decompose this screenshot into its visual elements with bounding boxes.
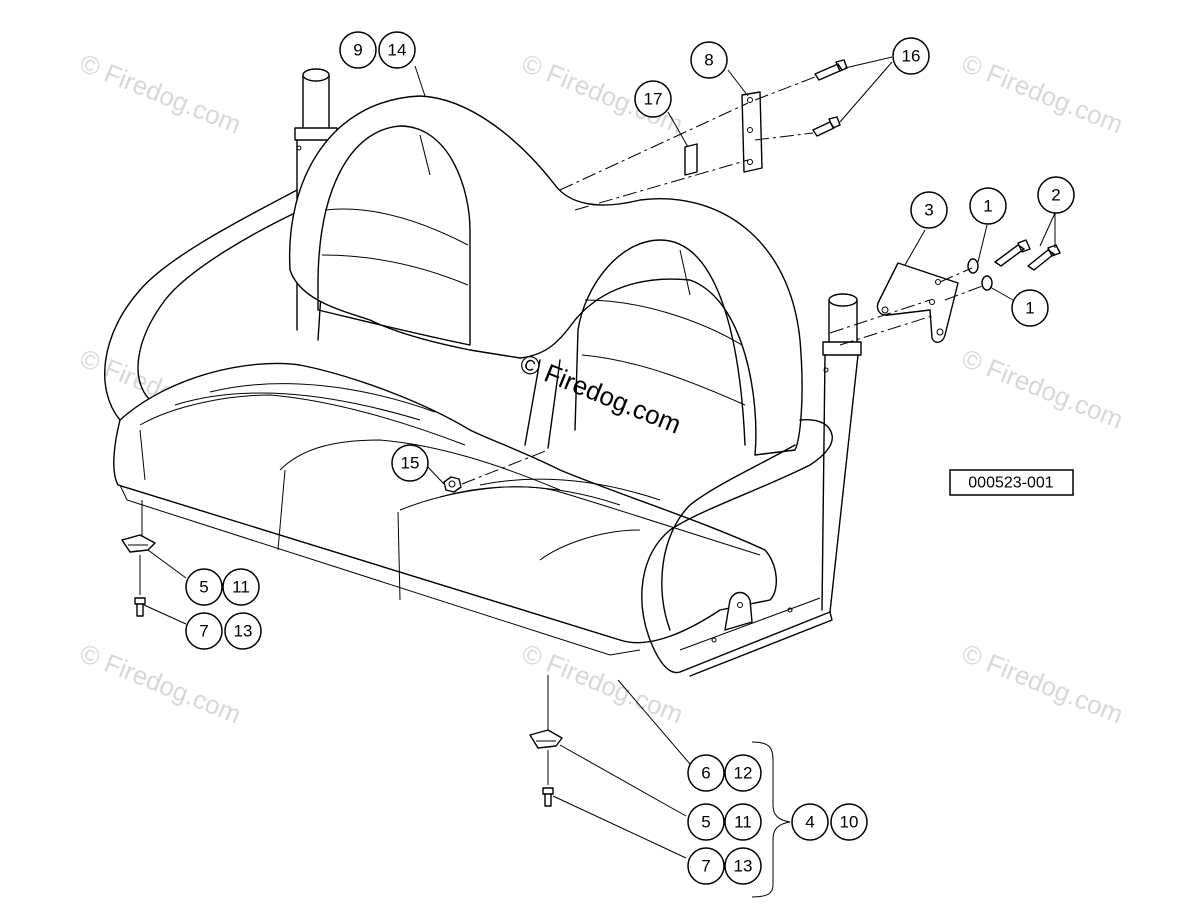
callout-16: 16 — [892, 37, 930, 75]
watermark-bottom-right: © Firedog.com — [958, 638, 1128, 730]
backrest-shell — [288, 95, 803, 456]
reference-number-text: 000523-001 — [968, 475, 1054, 492]
watermark-top-right: © Firedog.com — [958, 48, 1128, 140]
left-armrest — [104, 189, 298, 421]
callout-13-right: 13 — [724, 847, 762, 885]
svg-text:3: 3 — [924, 201, 933, 220]
svg-text:14: 14 — [388, 41, 407, 60]
svg-text:5: 5 — [199, 578, 208, 597]
svg-text:12: 12 — [734, 764, 753, 783]
svg-text:16: 16 — [902, 47, 921, 66]
svg-text:17: 17 — [644, 90, 663, 109]
svg-text:11: 11 — [232, 578, 250, 597]
reference-number: 000523-001 — [949, 469, 1074, 496]
callouts: 9 14 8 16 17 3 1 2 1 15 5 11 7 13 6 12 5… — [185, 31, 1075, 885]
svg-text:13: 13 — [234, 622, 253, 641]
svg-text:1: 1 — [983, 197, 992, 216]
callout-1-lower: 1 — [1011, 289, 1049, 327]
callout-5-right: 5 — [687, 803, 725, 841]
callout-4: 4 — [791, 803, 829, 841]
support-rods — [524, 359, 561, 449]
callout-8: 8 — [690, 41, 728, 79]
right-post — [821, 293, 862, 613]
watermark-top-left: © Firedog.com — [76, 48, 246, 140]
backrest-plate — [559, 59, 848, 211]
callout-3: 3 — [910, 191, 948, 229]
seat-cushion — [113, 362, 777, 656]
svg-text:5: 5 — [701, 813, 710, 832]
svg-text:11: 11 — [734, 813, 752, 832]
nut — [443, 449, 549, 493]
callout-9: 9 — [339, 31, 377, 69]
right-armrest — [641, 418, 833, 677]
callout-7-left: 7 — [185, 612, 223, 650]
callout-11-right: 11 — [724, 803, 762, 841]
callout-11-left: 11 — [222, 568, 260, 606]
clips-screws — [121, 500, 563, 807]
callout-14: 14 — [378, 31, 416, 69]
mount-bracket — [829, 239, 1061, 346]
callout-17: 17 — [634, 80, 672, 118]
leaders — [143, 56, 1056, 898]
callout-10: 10 — [830, 803, 868, 841]
watermark-mid-right: © Firedog.com — [958, 343, 1128, 435]
svg-text:1: 1 — [1025, 299, 1034, 318]
watermark-bottom-left: © Firedog.com — [76, 638, 246, 730]
watermark-bottom-center: © Firedog.com — [518, 638, 688, 730]
svg-text:13: 13 — [734, 857, 753, 876]
svg-text:9: 9 — [353, 41, 362, 60]
svg-text:15: 15 — [401, 454, 420, 473]
watermark-center: © Firedog.com — [516, 348, 686, 440]
svg-text:10: 10 — [840, 813, 859, 832]
svg-text:7: 7 — [701, 857, 710, 876]
callout-13-left: 13 — [224, 612, 262, 650]
svg-text:2: 2 — [1051, 186, 1060, 205]
callout-15: 15 — [391, 444, 429, 482]
svg-text:8: 8 — [704, 51, 713, 70]
svg-text:6: 6 — [701, 764, 710, 783]
callout-1-upper: 1 — [969, 187, 1007, 225]
svg-text:4: 4 — [805, 813, 814, 832]
callout-12: 12 — [724, 754, 762, 792]
callout-5-left: 5 — [185, 568, 223, 606]
callout-2: 2 — [1037, 176, 1075, 214]
svg-text:7: 7 — [199, 622, 208, 641]
callout-7-right: 7 — [687, 847, 725, 885]
callout-6: 6 — [687, 754, 725, 792]
